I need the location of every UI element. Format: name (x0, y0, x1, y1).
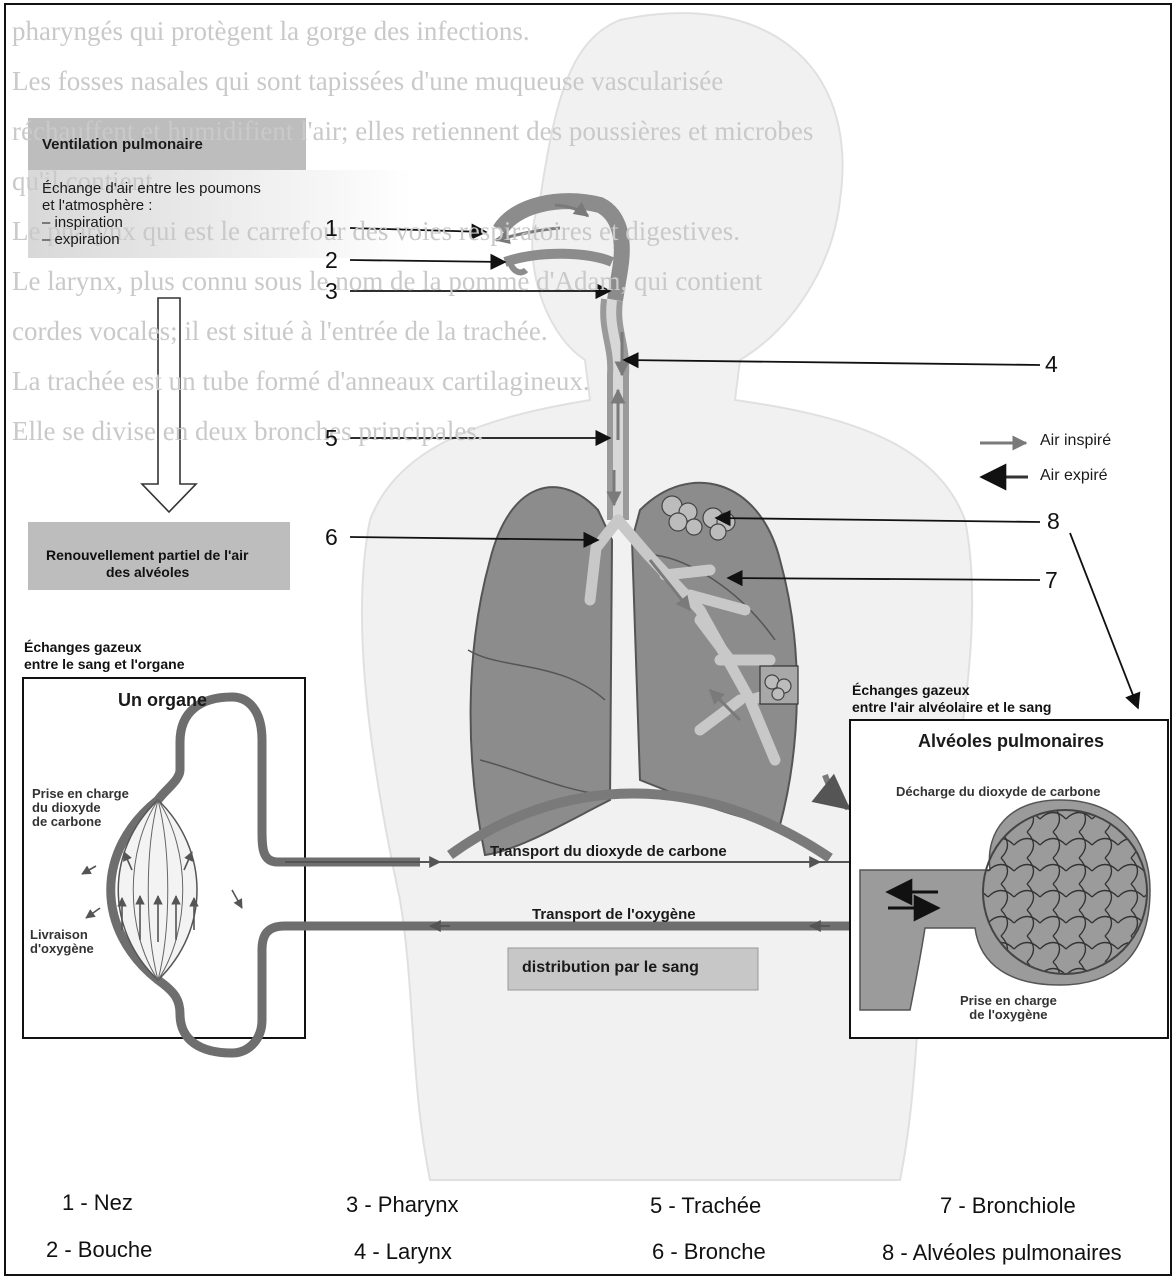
organ-o2-line: Livraison (30, 928, 94, 942)
legend-item-bronchiole: 7 - Bronchiole (940, 1193, 1076, 1219)
distribution-label: distribution par le sang (522, 959, 699, 977)
renewal-caption: Renouvellement partiel de l'air des alvé… (46, 547, 249, 581)
organ-caption: Échanges gazeux entre le sang et l'organ… (24, 639, 185, 673)
organ-co2-line: de carbone (32, 815, 129, 829)
air-expired-label: Air expiré (1040, 467, 1108, 485)
alveoli-title: Alvéoles pulmonaires (918, 731, 1104, 752)
ventilation-item: – inspiration (42, 214, 261, 231)
background-line: La trachée est un tube formé d'anneaux c… (12, 356, 813, 406)
legend-item-larynx: 4 - Larynx (354, 1239, 452, 1265)
number-label-1: 1 (325, 215, 338, 242)
co2-transport-label: Transport du dioxyde de carbone (490, 843, 727, 860)
o2-transport-label: Transport de l'oxygène (532, 906, 696, 923)
number-label-2: 2 (325, 247, 338, 274)
ventilation-item: – expiration (42, 231, 261, 248)
alveoli-caption-line: Échanges gazeux (852, 682, 1051, 699)
legend-item-bouche: 2 - Bouche (46, 1237, 152, 1263)
alveoli-o2-label: Prise en charge de l'oxygène (960, 994, 1057, 1022)
legend-item-nez: 1 - Nez (62, 1190, 133, 1216)
alveoli-o2-line: Prise en charge (960, 994, 1057, 1008)
number-label-5: 5 (325, 425, 338, 452)
alveoli-co2-label: Décharge du dioxyde de carbone (896, 784, 1100, 799)
organ-co2-label: Prise en charge du dioxyde de carbone (32, 787, 129, 829)
background-line: cordes vocales; il est situé à l'entrée … (12, 306, 813, 356)
number-label-6: 6 (325, 524, 338, 551)
renewal-line: Renouvellement partiel de l'air (46, 547, 249, 564)
number-label-4: 4 (1045, 351, 1058, 378)
number-label-8: 8 (1047, 508, 1060, 535)
organ-caption-line: Échanges gazeux (24, 639, 185, 656)
organ-title: Un organe (118, 690, 207, 711)
background-line: Elle se divise en deux bronches principa… (12, 406, 813, 456)
legend-item-bronche: 6 - Bronche (652, 1239, 766, 1265)
legend-item-alveoles: 8 - Alvéoles pulmonaires (882, 1240, 1122, 1266)
organ-co2-line: du dioxyde (32, 801, 129, 815)
alveoli-o2-line: de l'oxygène (960, 1008, 1057, 1022)
renewal-line: des alvéoles (46, 564, 249, 581)
ventilation-line: et l'atmosphère : (42, 197, 261, 214)
air-inspired-label: Air inspiré (1040, 432, 1111, 450)
number-label-7: 7 (1045, 567, 1058, 594)
organ-o2-label: Livraison d'oxygène (30, 928, 94, 956)
ventilation-body: Échange d'air entre les poumons et l'atm… (42, 180, 261, 248)
alveoli-caption-line: entre l'air alvéolaire et le sang (852, 699, 1051, 716)
legend-item-trachee: 5 - Trachée (650, 1193, 761, 1219)
background-line: Les fosses nasales qui sont tapissées d'… (12, 56, 813, 106)
organ-o2-line: d'oxygène (30, 942, 94, 956)
legend-item-pharynx: 3 - Pharynx (346, 1192, 459, 1218)
organ-co2-line: Prise en charge (32, 787, 129, 801)
background-line: pharyngés qui protègent la gorge des inf… (12, 6, 813, 56)
background-line: Le larynx, plus connu sous le nom de la … (12, 256, 813, 306)
alveoli-caption: Échanges gazeux entre l'air alvéolaire e… (852, 682, 1051, 716)
ventilation-line: Échange d'air entre les poumons (42, 180, 261, 197)
ventilation-title: Ventilation pulmonaire (42, 136, 203, 153)
number-label-3: 3 (325, 278, 338, 305)
organ-caption-line: entre le sang et l'organe (24, 656, 185, 673)
